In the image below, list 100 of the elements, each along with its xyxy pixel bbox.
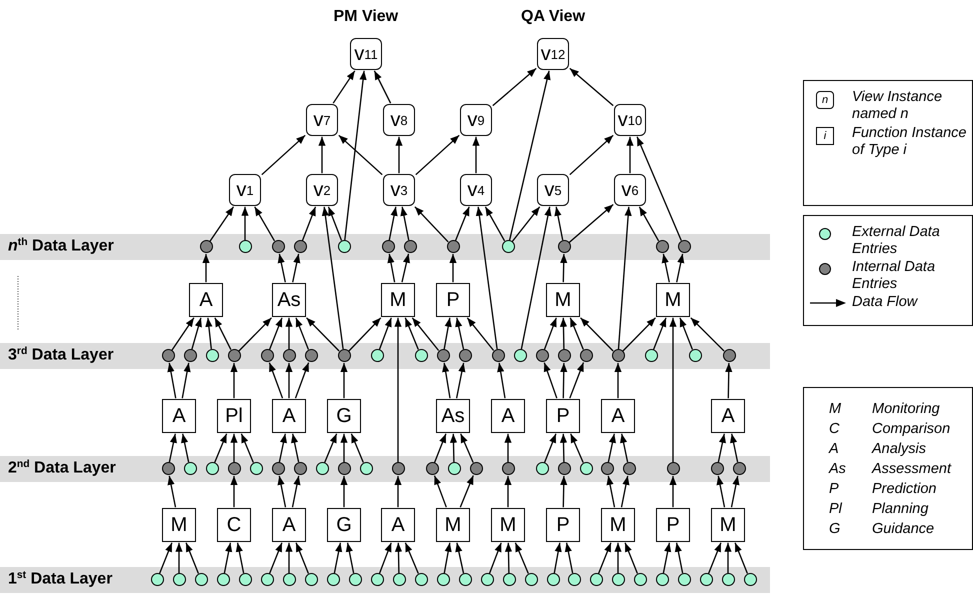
external-data-circle xyxy=(644,349,658,362)
arrow xyxy=(191,318,202,350)
internal-data-circle xyxy=(622,462,636,475)
arrow xyxy=(238,317,272,352)
internal-data-circle xyxy=(492,349,504,362)
abbreviation-meaning: Analysis xyxy=(872,441,926,457)
arrow xyxy=(484,206,506,242)
arrow xyxy=(676,254,684,282)
function-box: M xyxy=(656,283,690,317)
arrow xyxy=(214,318,232,350)
internal-data-circle xyxy=(536,349,548,362)
external-data-circle xyxy=(502,573,516,586)
arrow xyxy=(268,362,284,398)
internal-data-circle xyxy=(228,349,240,362)
external-data-circle xyxy=(688,349,702,362)
arrow xyxy=(580,317,614,352)
external-data-circle xyxy=(194,573,208,586)
function-box: G xyxy=(327,399,361,433)
external-data-circle xyxy=(414,349,428,362)
internal-data-circle xyxy=(294,240,306,253)
arrow xyxy=(434,434,446,463)
arrow xyxy=(340,363,348,398)
view-title: PM View xyxy=(334,8,398,26)
internal-data-circle xyxy=(184,349,196,362)
function-box: A xyxy=(711,399,745,433)
internal-data-circle xyxy=(558,240,570,253)
arrow xyxy=(669,318,677,462)
function-box: As xyxy=(436,399,470,433)
arrow xyxy=(569,68,614,106)
arrow xyxy=(456,362,466,398)
internal-data-circle xyxy=(446,240,460,253)
internal-data-circle xyxy=(678,240,690,253)
arrow xyxy=(318,136,326,174)
internal-data-circle xyxy=(656,240,668,253)
arrow xyxy=(285,542,293,573)
external-data-circle xyxy=(744,573,756,586)
internal-data-circle xyxy=(580,349,592,362)
external-data-circle xyxy=(206,349,218,362)
arrow xyxy=(624,542,638,574)
function-box: C xyxy=(217,508,251,542)
arrow xyxy=(708,542,722,574)
function-box: M xyxy=(491,508,525,542)
internal-data-circle xyxy=(294,462,306,475)
arrow xyxy=(544,434,556,463)
arrow xyxy=(291,434,300,462)
layer-band xyxy=(0,343,770,369)
arrow xyxy=(340,476,348,508)
arrow xyxy=(334,542,342,574)
arrow xyxy=(168,434,177,462)
abbreviation: As xyxy=(829,461,846,477)
abbreviation-meaning: Prediction xyxy=(872,481,936,497)
arrow xyxy=(412,317,440,351)
internal-data-circle xyxy=(710,462,724,475)
arrow xyxy=(570,434,584,463)
function-box: M xyxy=(162,508,196,542)
arrow xyxy=(512,206,540,242)
arrow xyxy=(338,134,383,176)
arrow xyxy=(302,206,316,241)
arrow xyxy=(167,362,176,398)
external-data-circle xyxy=(184,462,196,475)
internal-data-circle xyxy=(600,462,614,475)
abbreviation-meaning: Planning xyxy=(872,501,928,517)
arrow xyxy=(404,318,419,350)
arrow xyxy=(638,206,660,242)
arrow xyxy=(460,434,474,463)
internal-data-circle xyxy=(458,349,472,362)
external-data-circle xyxy=(700,573,712,586)
arrow xyxy=(350,434,364,463)
arrow xyxy=(716,476,726,508)
arrow xyxy=(324,434,338,463)
external-data-circle xyxy=(546,573,560,586)
arrow xyxy=(488,542,502,574)
arrow xyxy=(444,318,452,350)
arrow xyxy=(554,542,562,574)
arrow xyxy=(466,317,494,351)
arrow xyxy=(508,70,551,240)
function-box: M xyxy=(601,508,635,542)
function-box: M xyxy=(546,283,580,317)
external-data-circle xyxy=(480,573,494,586)
arrow xyxy=(401,254,410,282)
function-box: A xyxy=(189,283,223,317)
function-box-sample: i xyxy=(816,127,834,145)
external-data-circle xyxy=(458,573,472,586)
arrow xyxy=(241,206,249,240)
function-box: P xyxy=(436,283,470,317)
abbreviation-meaning: Comparison xyxy=(872,421,950,437)
internal-data-circle xyxy=(272,240,284,253)
arrow xyxy=(568,204,614,243)
abbreviation: Pl xyxy=(829,501,842,517)
arrow xyxy=(346,542,354,574)
arrow xyxy=(690,317,725,352)
function-box: As xyxy=(272,283,306,317)
internal-data-circle xyxy=(404,240,416,253)
arrow xyxy=(504,476,512,508)
arrow xyxy=(497,362,506,398)
external-data-circle xyxy=(392,573,406,586)
external-data-circle xyxy=(260,573,274,586)
layer-band xyxy=(0,456,770,482)
external-data-circle xyxy=(524,573,538,586)
function-box: A xyxy=(381,508,415,542)
